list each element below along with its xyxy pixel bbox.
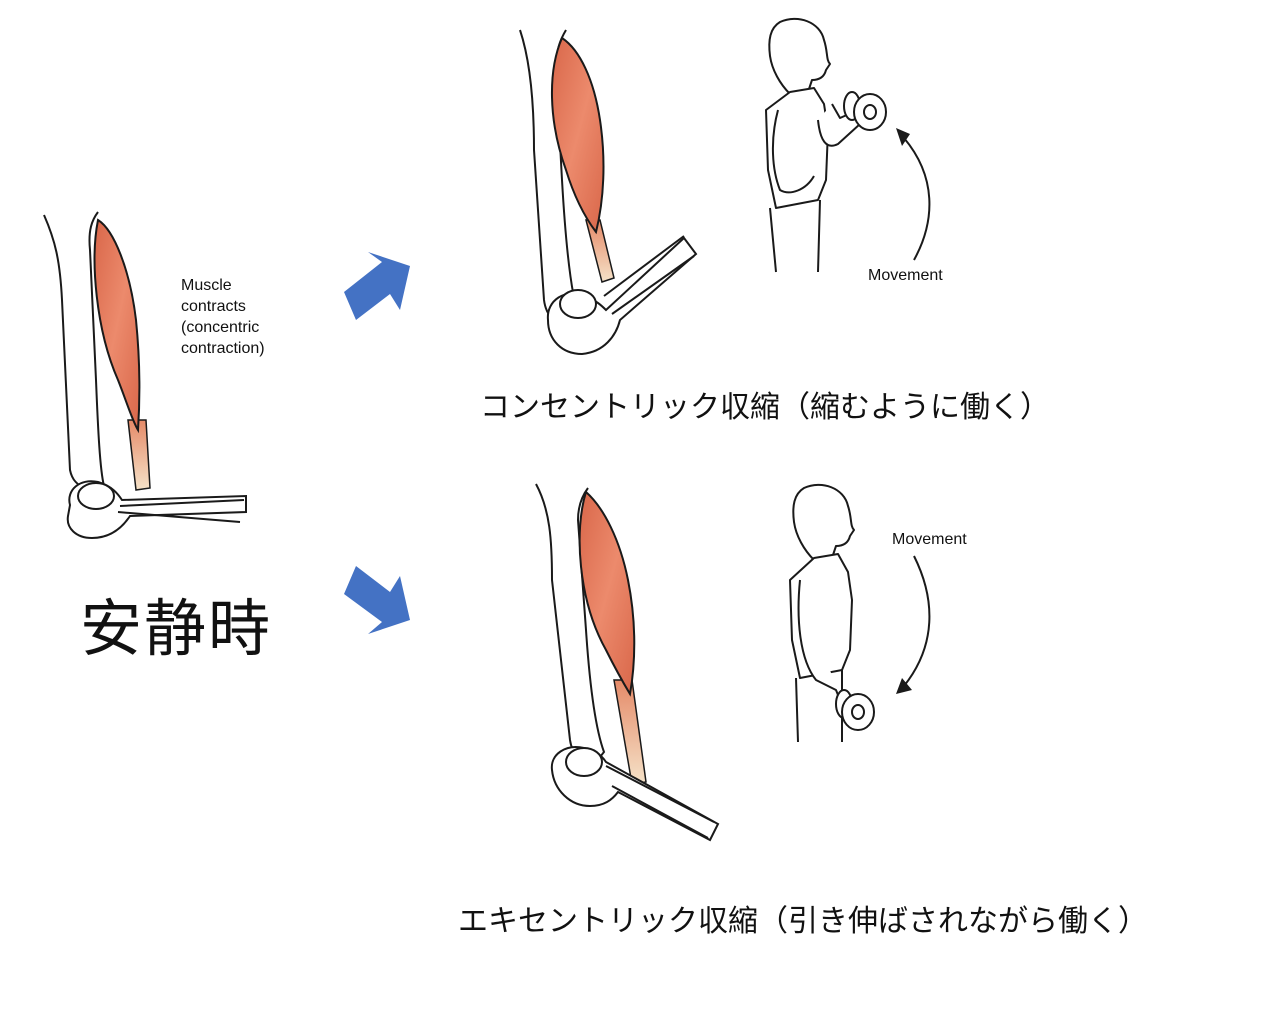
arrow-to-eccentric-icon (344, 566, 410, 634)
rest-biceps-muscle (93, 218, 141, 434)
eccentric-movement-label: Movement (892, 531, 967, 548)
rest-title: 安静時 (80, 592, 273, 665)
concentric-tendon (585, 219, 615, 283)
rest-annotation-line-1: Muscle (181, 277, 232, 294)
eccentric-person-figure (789, 483, 875, 743)
rest-annotation: Muscle contracts (concentric contraction… (181, 275, 321, 359)
concentric-humerus (519, 29, 582, 330)
concentric-biceps-muscle (551, 36, 605, 235)
rest-annotation-line-4: contraction) (181, 340, 265, 357)
concentric-movement-arrow-icon (903, 137, 931, 261)
rest-annotation-line-2: contracts (181, 298, 246, 315)
eccentric-movement-arrow-icon (903, 555, 931, 687)
eccentric-tendon (613, 679, 647, 785)
rest-tendon (127, 419, 151, 491)
concentric-caption: コンセントリック収縮（縮むように働く） (480, 390, 1050, 425)
eccentric-biceps-muscle (578, 490, 636, 697)
concentric-forearm (546, 235, 698, 356)
rest-humerus (43, 211, 106, 490)
concentric-person-figure (765, 17, 887, 273)
eccentric-forearm (550, 746, 720, 842)
rest-forearm (66, 480, 247, 540)
eccentric-humerus (535, 483, 606, 764)
concentric-movement-label: Movement (868, 267, 943, 284)
eccentric-caption: エキセントリック収縮（引き伸ばされながら働く） (458, 904, 1148, 939)
rest-annotation-line-3: (concentric (181, 319, 260, 336)
arrow-to-concentric-icon (344, 252, 410, 320)
